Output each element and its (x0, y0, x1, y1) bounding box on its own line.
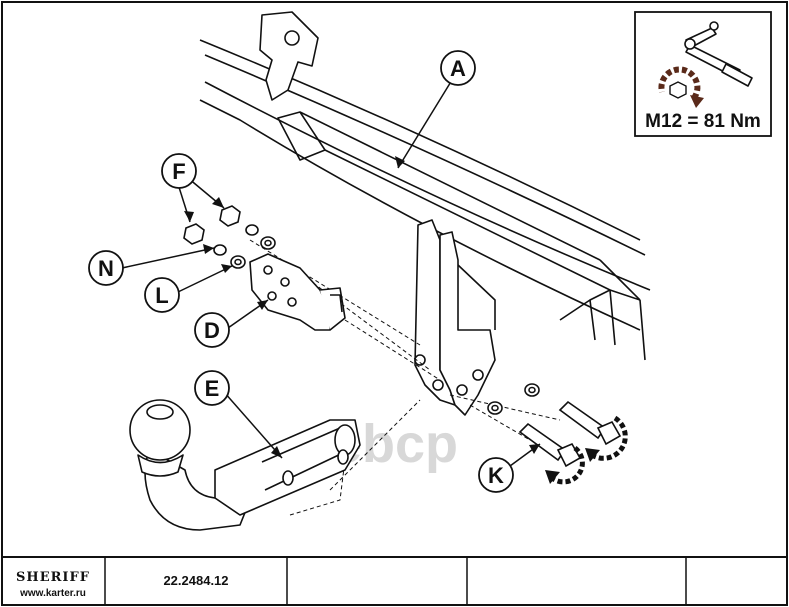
rear-beam (199, 39, 651, 361)
nut-icon (669, 81, 687, 99)
callout-l: L (144, 277, 180, 313)
hardware-left (183, 205, 276, 269)
svg-text:D: D (204, 318, 220, 343)
torque-spec: M12 = 81 Nm (645, 111, 761, 132)
callout-d: D (194, 312, 230, 348)
torque-inset: M12 = 81 Nm (634, 11, 772, 137)
callout-a: A (440, 50, 476, 86)
mounting-plate (249, 253, 346, 331)
beam-bracket (259, 11, 319, 101)
tow-ball-bar (129, 399, 361, 531)
torque-arrowheads-bolts (545, 448, 600, 484)
svg-text:E: E (205, 376, 220, 401)
svg-text:F: F (172, 159, 185, 184)
callout-n: N (88, 250, 124, 286)
torque-arrows-bolts (550, 415, 628, 485)
hardware-right (487, 383, 622, 468)
side-bracket (414, 219, 496, 416)
svg-text:N: N (98, 256, 114, 281)
title-block: SHERIFF www.karter.ru 22.2484.12 (1, 556, 788, 606)
torque-wrench-icon (684, 21, 753, 87)
torque-rotation-arrow (658, 66, 701, 100)
callout-k: K (478, 457, 514, 493)
torque-arrowhead (690, 95, 704, 108)
leader-lines (121, 79, 541, 467)
svg-text:K: K (488, 463, 504, 488)
website: www.karter.ru (19, 588, 86, 599)
brand-name: SHERIFF (16, 570, 90, 585)
svg-text:A: A (450, 56, 466, 81)
callout-e: E (194, 370, 230, 406)
part-number: 22.2484.12 (163, 573, 228, 588)
svg-text:L: L (155, 283, 168, 308)
callout-f: F (161, 153, 197, 189)
leader-arrowheads (184, 156, 540, 458)
